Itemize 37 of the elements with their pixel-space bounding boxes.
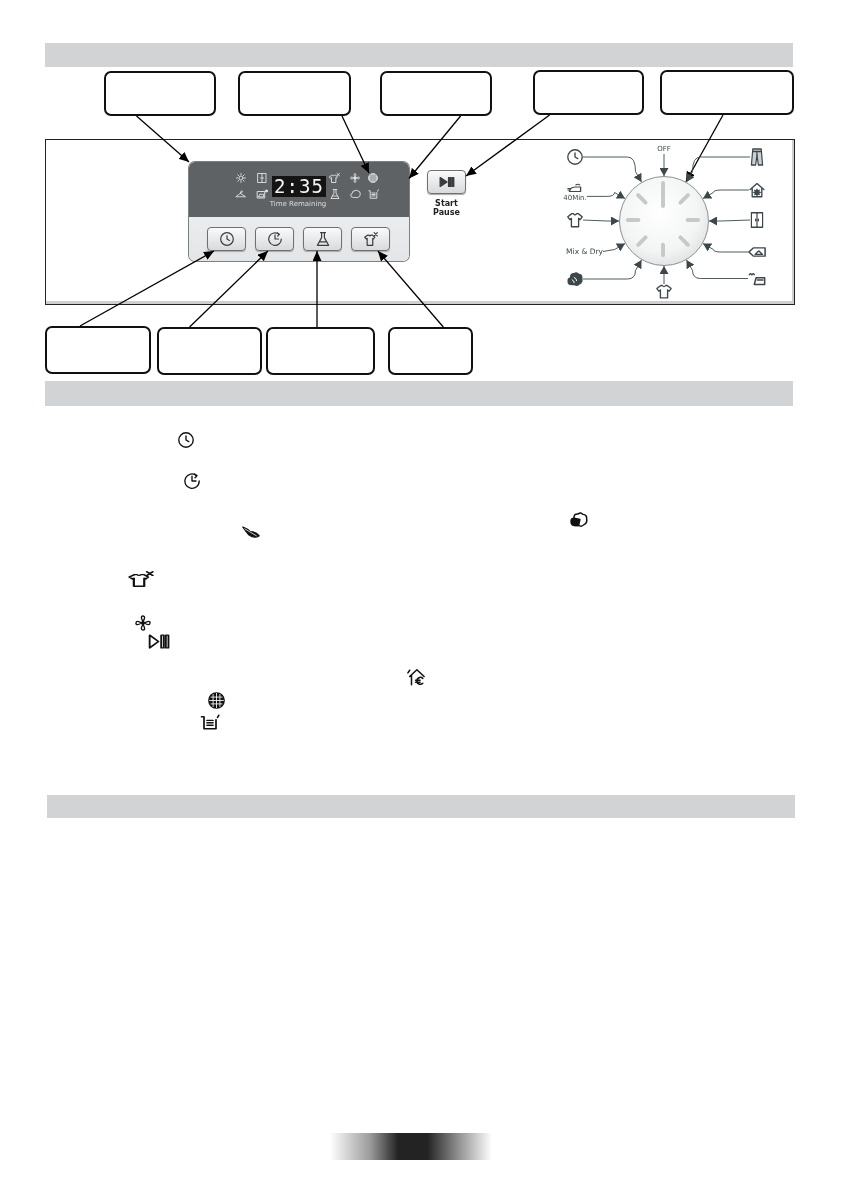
mesh-ball-icon	[368, 173, 378, 183]
shirt-icon	[656, 284, 672, 299]
callout-box	[266, 327, 375, 375]
clock-icon	[567, 149, 583, 165]
leader-arrow	[79, 250, 215, 327]
iron-icon	[748, 271, 766, 286]
selector-dial	[619, 176, 709, 266]
cabinet-icon	[750, 212, 764, 228]
leader-arrow	[135, 115, 190, 163]
shirt-button	[351, 227, 390, 251]
display-screen	[189, 162, 409, 217]
callout-box	[238, 71, 351, 116]
tag-icon	[748, 245, 766, 259]
button-caption: Start Pause	[433, 199, 460, 217]
leader-arrow	[685, 114, 724, 183]
callout-box	[380, 71, 492, 116]
leader-arrow	[312, 250, 322, 328]
flask-button	[303, 227, 342, 251]
callout-box	[533, 70, 644, 115]
callout-box	[104, 71, 216, 116]
control-module	[189, 162, 409, 261]
leader-arrow	[377, 250, 444, 328]
leader-arrow	[465, 114, 551, 177]
leader-arrow	[188, 250, 269, 328]
start-pause-button	[427, 170, 466, 194]
clock-button	[207, 227, 246, 251]
callout-box	[660, 70, 794, 115]
shirt-icon	[567, 212, 583, 228]
callout-box	[388, 327, 473, 375]
trousers-icon	[750, 148, 764, 166]
leader-arrow	[341, 115, 370, 174]
digit-readout: 2:35	[272, 176, 326, 197]
leader-arrow	[408, 115, 462, 180]
callout-box	[157, 327, 262, 375]
callout-box	[45, 326, 151, 374]
timer-button	[255, 227, 294, 251]
house-icon	[749, 182, 765, 198]
